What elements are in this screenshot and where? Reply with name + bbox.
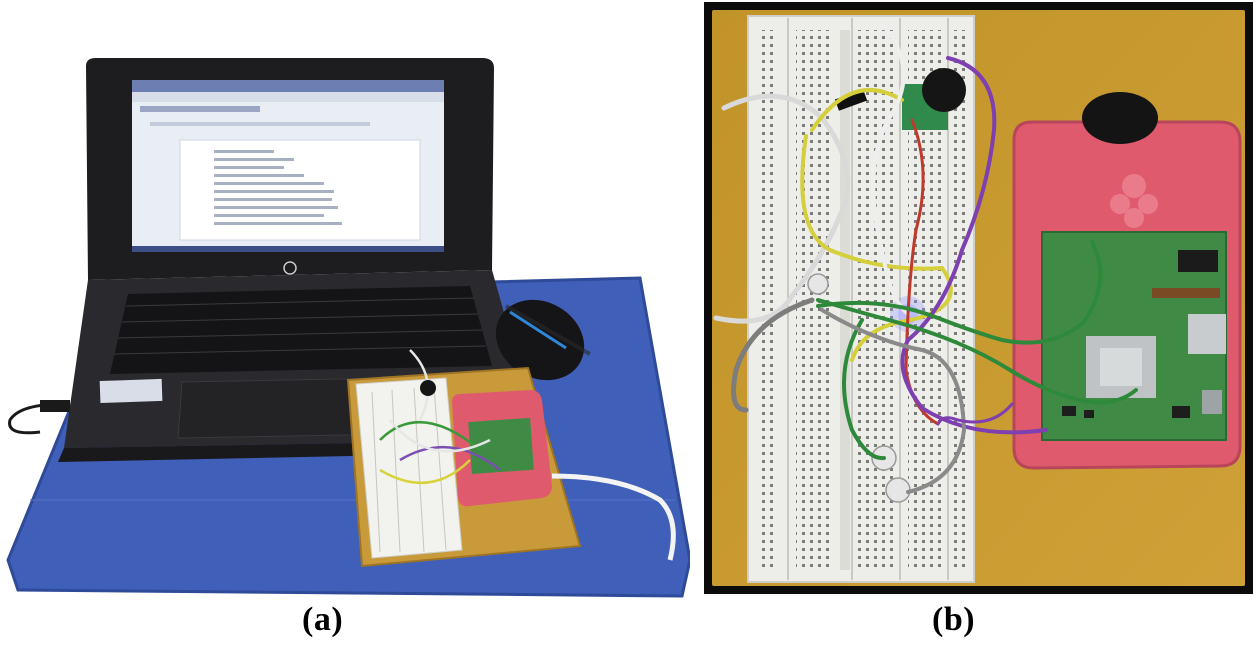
photo-panel-a [6, 58, 690, 598]
breadboard-closeup-photo [712, 10, 1245, 586]
panel-a-label: (a) [302, 601, 344, 638]
photo-panel-b [704, 2, 1253, 594]
laptop-setup-photo [6, 58, 690, 598]
panel-b-label: (b) [932, 601, 976, 638]
closeup-photo-frame [712, 10, 1245, 586]
